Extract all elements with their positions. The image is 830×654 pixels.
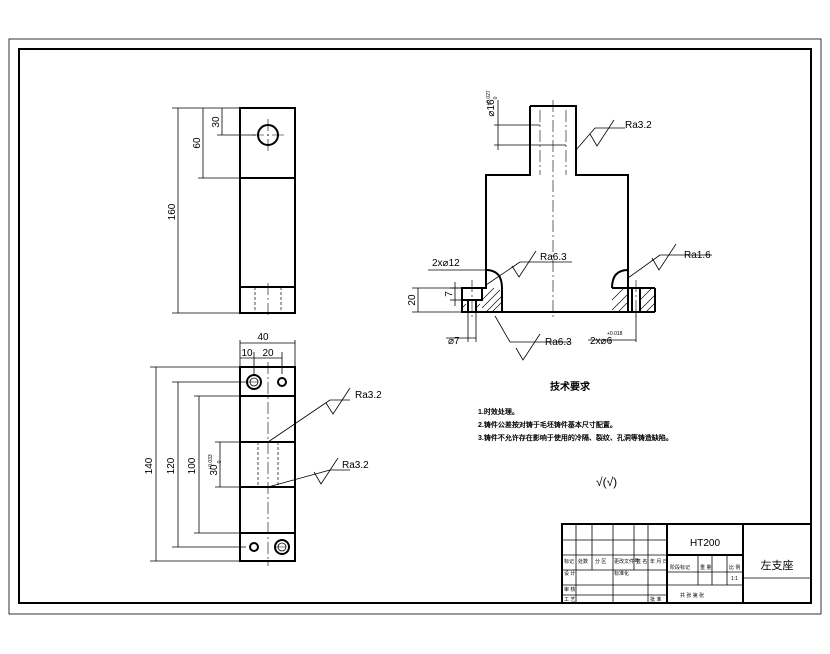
title-count: 处数 [578,558,588,565]
title-weight: 重 量 [700,564,711,571]
dim-hole-30: 30 [211,116,222,128]
dim-boss-dia: ⌀16 [486,99,497,117]
title-design: 设 计 [564,570,575,577]
dim-through-hole: ⌀7 [448,336,460,347]
dim-bore-30: 30 [209,464,220,476]
outer-border [8,38,822,615]
dim-counterbore: 2x⌀12 [432,258,460,269]
roughness-counterbore: Ra6.3 [540,252,567,263]
dim-bore-tol: +0.033 [208,454,214,470]
title-process: 工 艺 [564,597,575,603]
title-review: 审 核 [564,586,575,593]
tech-requirement-2: 2.铸件公差按对铸于毛坯铸件基本尺寸配置。 [478,420,617,429]
title-scale: 1:1 [731,576,738,582]
dim-spacing-20: 20 [262,348,274,359]
roughness-front-upper: Ra3.2 [355,390,382,401]
roughness-boss: Ra3.2 [625,120,652,131]
tech-requirements-title: 技术要求 [550,380,591,393]
part-name-label: 左支座 [761,558,794,572]
title-approve: 批 准 [650,596,661,603]
dim-base-20: 20 [407,294,418,306]
dim-pin-holes: 2x⌀6 [590,336,613,347]
section-view [412,100,712,361]
dim-width-40: 40 [257,332,269,343]
roughness-general: √(√) [596,475,617,489]
dim-overall-140: 140 [144,457,155,474]
front-view [150,340,351,566]
top-view [172,107,296,317]
title-mark: 标记 [564,558,574,565]
dim-cb-depth-7: 7 [444,291,455,297]
title-sheets: 共 张 第 张 [680,592,704,599]
dim-offset-10: 10 [241,348,253,359]
dim-upper-60: 60 [192,137,203,149]
title-stage-mark: 阶段标记 [670,564,690,571]
roughness-bottom: Ra6.3 [545,337,572,348]
tech-requirement-1: 1.时效处理。 [478,407,519,416]
dim-section-100: 100 [187,457,198,474]
roughness-front-lower: Ra3.2 [342,460,369,471]
title-date: 年 月 日 [650,558,668,565]
title-standardization: 标准化 [614,570,629,577]
title-signature: 签 名 [636,558,647,565]
dim-overall-160: 160 [167,203,178,220]
title-ratio: 比 例 [729,564,740,571]
roughness-pin: Ra1.6 [684,250,711,261]
dim-pin-tol: +0.018 [607,331,623,337]
title-block [561,523,812,604]
title-change-doc: 更改文件号 [614,558,639,565]
dim-center-120: 120 [166,457,177,474]
dim-pin-tol-lower: 0 [609,339,612,345]
dim-bore-tol-lower: 0 [217,460,223,463]
tech-requirement-3: 3.铸件不允许存在影响于使用的冷隔、裂纹、孔洞等铸造缺陷。 [478,433,673,442]
title-zone: 分 区 [595,558,606,565]
dim-boss-tol-lower: 0 [493,96,499,99]
inner-border [18,48,812,604]
material-label: HT200 [690,538,720,549]
dim-boss-tol: +0.027 [486,90,492,106]
